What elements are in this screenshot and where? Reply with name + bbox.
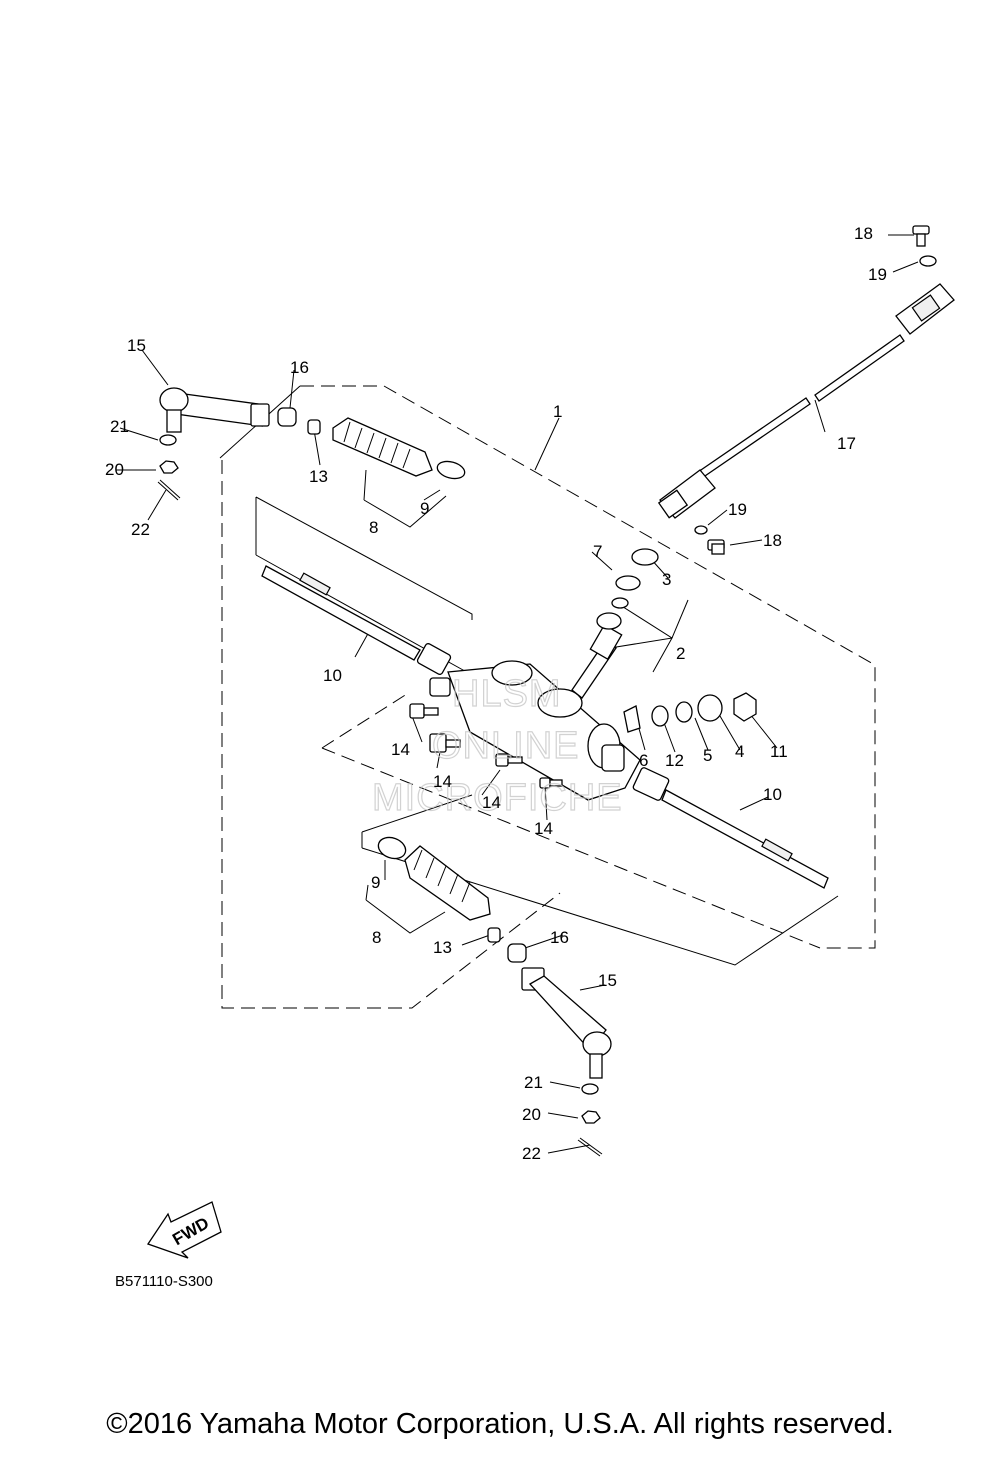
clip-13-lower [487, 927, 501, 943]
callout-14-c: 14 [482, 793, 501, 812]
rack-housing [429, 623, 641, 801]
callout-14-b: 14 [433, 772, 452, 791]
rack-guide-6 [623, 705, 641, 733]
callout-15-upper: 15 [127, 336, 146, 355]
callout-12: 12 [665, 751, 684, 770]
steering-shaft [657, 283, 955, 519]
assembly-outline-upper [221, 460, 561, 1009]
watermark: HLSM ONLINE MICROFICHE [371, 672, 623, 819]
washer-21-lower [581, 1083, 599, 1095]
callout-3: 3 [662, 570, 671, 589]
callout-20-upper: 20 [105, 460, 124, 479]
fwd-arrow-icon: FWD [146, 1201, 222, 1259]
callout-15-lower: 15 [598, 971, 617, 990]
callout-14-d: 14 [534, 819, 553, 838]
locknut-11 [733, 692, 757, 722]
group-line-2 [609, 599, 689, 673]
group-line-8-upper [363, 469, 447, 528]
o-ring-12 [651, 705, 669, 727]
callout-21-lower: 21 [524, 1073, 543, 1092]
callout-5: 5 [703, 746, 712, 765]
seal-3 [631, 548, 659, 566]
clip-13-upper [307, 419, 321, 435]
callout-21-upper: 21 [110, 417, 129, 436]
callout-20-lower: 20 [522, 1105, 541, 1124]
callout-19-lower: 19 [728, 500, 747, 519]
assembly-outline-main [300, 385, 876, 949]
washer-21-upper [159, 434, 177, 446]
bearing-2 [596, 597, 629, 630]
bushing-16-upper [277, 407, 297, 427]
callout-17: 17 [837, 434, 856, 453]
group-line-8-lower [365, 884, 446, 934]
callout-22-lower: 22 [522, 1144, 541, 1163]
bushing-16-lower [507, 943, 527, 963]
callout-18-upper: 18 [854, 224, 873, 243]
leader-lines [116, 234, 919, 1154]
svg-text:ONLINE: ONLINE [432, 725, 579, 767]
group-line-1 [534, 417, 560, 471]
bolt-14-d [539, 777, 563, 789]
bolt-14-a [409, 703, 439, 719]
callout-7: 7 [593, 542, 602, 561]
svg-text:HLSM: HLSM [452, 673, 562, 715]
tie-rod-end-lower [521, 967, 612, 1079]
callout-16-lower: 16 [550, 928, 569, 947]
callout-13-lower: 13 [433, 938, 452, 957]
bolt-18-lower [707, 539, 725, 555]
boot-8-lower [377, 836, 491, 921]
drawing-code: B571110-S300 [115, 1273, 213, 1290]
group-line-10-right [361, 794, 839, 966]
washer-19-upper [919, 255, 937, 267]
callout-19-upper: 19 [868, 265, 887, 284]
callout-4: 4 [735, 742, 744, 761]
nut-20-upper [159, 460, 179, 474]
callout-13-upper: 13 [309, 467, 328, 486]
bolt-14-c [495, 753, 523, 767]
callout-10-lower: 10 [763, 785, 782, 804]
callout-16-upper: 16 [290, 358, 309, 377]
bolt-14-b [429, 733, 461, 753]
cotter-pin-22-lower [577, 1137, 603, 1157]
svg-text:MICROFICHE: MICROFICHE [372, 777, 623, 819]
callout-2: 2 [676, 644, 685, 663]
callout-18-lower: 18 [763, 531, 782, 550]
bolt-18-upper [912, 225, 930, 247]
callout-14-a: 14 [391, 740, 410, 759]
callout-1: 1 [553, 402, 562, 421]
callout-9-upper: 9 [420, 499, 429, 518]
washer-19-lower [694, 525, 708, 535]
callout-8-upper: 8 [369, 518, 378, 537]
tie-rod-end-upper [159, 387, 270, 433]
callout-8-lower: 8 [372, 928, 381, 947]
tie-rod-10-upper [261, 565, 452, 675]
adjuster-4 [697, 694, 723, 722]
callout-10-upper: 10 [323, 666, 342, 685]
copyright-notice: ©2016 Yamaha Motor Corporation, U.S.A. A… [106, 1408, 894, 1440]
boot-8-upper [332, 417, 466, 480]
circlip-7 [615, 575, 641, 591]
nut-20-lower [581, 1110, 601, 1124]
tie-rod-10-lower [632, 767, 829, 889]
callout-labels: 1 2 3 4 5 6 7 8 8 9 9 10 10 11 12 13 13 … [105, 224, 887, 1163]
callout-22-upper: 22 [131, 520, 150, 539]
cotter-pin-22-upper [157, 479, 181, 501]
callout-9-lower: 9 [371, 873, 380, 892]
callout-11: 11 [770, 742, 788, 761]
spring-5 [675, 701, 693, 723]
callout-6: 6 [639, 751, 648, 770]
